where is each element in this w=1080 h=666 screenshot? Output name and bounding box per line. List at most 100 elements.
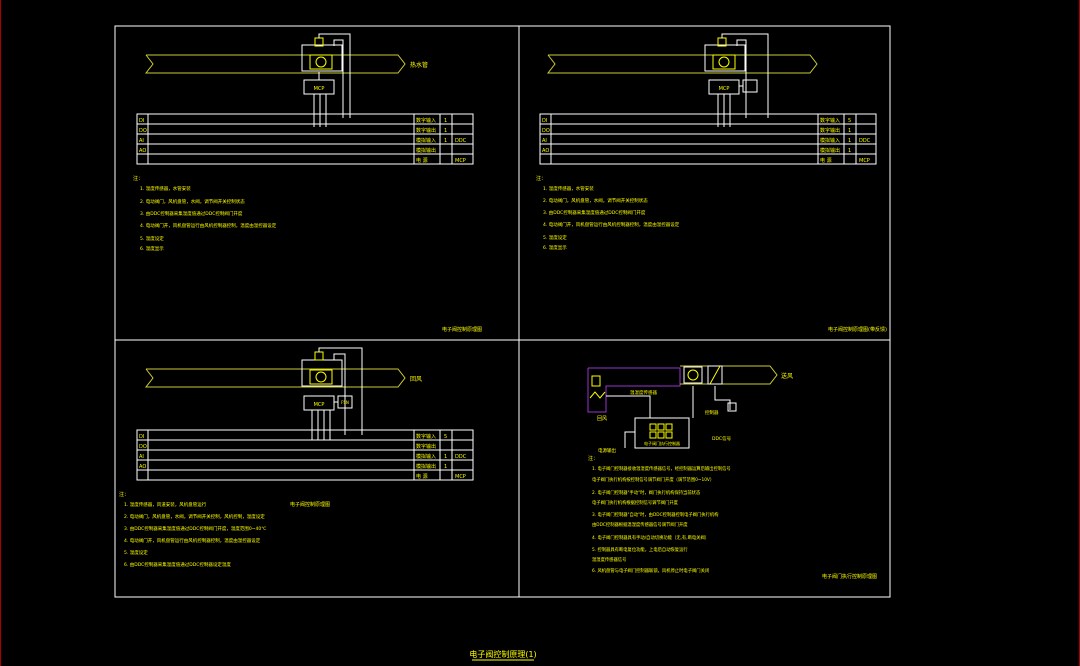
p2-row-desc: 模拟输入 <box>820 137 840 144</box>
p2-pipe <box>546 54 818 74</box>
p2-row-desc: 电 源 <box>820 157 832 164</box>
p4-wire-c <box>606 395 651 418</box>
panel-3: MCP FSN 回风 DI DO AI AO 数字输入 数字输出 模拟输入 模拟… <box>119 347 474 568</box>
p3-io-table <box>136 429 474 481</box>
p4-note: 4. 电子阀门控制器具有手动/自动切换功能（无,有,断电关阀） <box>592 534 709 541</box>
p4-pipe-label: 送风 <box>781 372 793 380</box>
p3-row-desc: 数字输入 <box>416 433 436 440</box>
p3-notes-title: 注： <box>119 491 129 498</box>
p4-ctrl-button <box>665 431 673 439</box>
p4-sensor-box <box>727 402 737 412</box>
p2-ddc-label: DDC <box>859 138 871 144</box>
p1-row-code: DO <box>139 128 147 134</box>
p3-row-count: 1 <box>444 454 447 460</box>
p2-valve-circle <box>718 56 730 68</box>
p4-note: 由DDC控制器根据温湿度传感器信号调节阀门开度 <box>592 521 688 528</box>
p3-controller-box <box>303 395 335 411</box>
p1-row-desc: 数字输入 <box>416 117 436 124</box>
p4-out-label: 电源输出 <box>598 447 616 454</box>
p1-row-code: AO <box>139 148 146 154</box>
p1-valve-body <box>309 54 333 70</box>
p4-controller-title: 电子阀门执行控制器 <box>644 440 680 446</box>
p1-notes-title: 注： <box>133 175 143 182</box>
p2-controller-label: MCP <box>719 86 730 92</box>
p4-note: 2. 电子阀门控制器"手动"时，阀门执行机构保持当前状态 <box>592 489 701 496</box>
p1-note: 3. 由DDC控制器采集温度值通过DDC控制阀门开度 <box>140 210 243 217</box>
p3-pipe <box>144 368 406 388</box>
p4-wire-b <box>714 386 731 410</box>
p1-row-count: 1 <box>444 118 447 124</box>
p1-row-desc: 数字输出 <box>416 127 436 134</box>
p1-mcp-label: MCP <box>455 158 466 164</box>
p2-row-desc: 模拟输出 <box>820 147 840 154</box>
p2-notes-title: 注： <box>536 175 546 182</box>
p2-note: 6. 温度显示 <box>543 244 567 251</box>
p3-ddc-label: DDC <box>455 454 467 460</box>
p2-note: 2. 电动阀门，风机盘管，水阀，调节阀开关控制状态 <box>543 197 648 204</box>
p3-wire-b <box>333 353 346 435</box>
p3-row-count: 1 <box>444 464 447 470</box>
p4-note: 5. 控制器具有断电复位功能，上电后自动恢复运行 <box>592 546 688 553</box>
p3-row-code: AI <box>139 454 144 460</box>
p4-wire-d <box>624 431 635 448</box>
p4-ctrl-button <box>665 423 673 431</box>
p2-row-code: DI <box>542 118 547 124</box>
p2-valve-body <box>712 54 736 70</box>
p4-sensor-label: 温湿度传感器 <box>630 389 657 396</box>
p3-note: 2. 电动阀门，风机盘管，水阀，调节阀开关控制，风机控制，温度设定 <box>124 513 265 520</box>
p1-note: 2. 电动阀门，风机盘管，水阀，调节阀开关控制状态 <box>140 198 245 205</box>
p1-io-table <box>136 113 474 165</box>
p4-note: 1. 电子阀门控制器接收温湿度传感器信号，经控制器运算后输出控制信号 <box>592 465 731 472</box>
p2-note: 1. 温度传感器，水管安装 <box>543 185 594 192</box>
p3-note: 4. 电动阀门开，风机盘管运行由风机控制器控制，温度由温控器设定 <box>124 537 261 544</box>
p3-note: 1. 温度传感器，风道安装，风机盘管运行 <box>124 501 207 508</box>
p2-row-desc: 数字输入 <box>820 117 840 124</box>
p4-note: 3. 电子阀门控制器"自动"时，由DDC控制器控制电子阀门执行机构 <box>592 511 719 518</box>
p4-notes-title: 注： <box>588 455 598 462</box>
p2-note: 3. 由DDC控制器采集温度值通过DDC控制阀门开度 <box>543 209 646 216</box>
p1-pipe-label: 热水管 <box>410 61 428 69</box>
p3-row-desc: 电 源 <box>416 473 428 480</box>
p1-valve-circle <box>315 56 327 68</box>
p3-mcp-label: MCP <box>455 474 466 480</box>
p2-row-desc: 数字输出 <box>820 127 840 134</box>
p4-damper <box>707 365 723 385</box>
p4-return-duct <box>587 367 681 413</box>
p4-filter-zigzag <box>589 391 606 399</box>
p4-note: 6. 风机盘管与电子阀门控制器联锁，风机停止时电子阀门关闭 <box>592 567 709 574</box>
p3-pipe-label: 回风 <box>410 376 422 383</box>
p4-supply-duct <box>680 365 778 385</box>
p1-row-desc: 模拟输出 <box>416 147 436 154</box>
p4-damper-blade <box>709 365 721 385</box>
p2-valve-frame <box>704 44 746 72</box>
p1-row-desc: 模拟输入 <box>416 137 436 144</box>
p2-wire-b <box>736 39 747 118</box>
p4-ctrl-button <box>649 431 657 439</box>
p4-caption: 电子阀门执行控制原理图 <box>822 573 877 580</box>
p1-wire-b <box>333 39 344 118</box>
sheet-title: 电子阀控制原理(1) <box>469 649 536 659</box>
p2-mcp-label: MCP <box>859 158 870 164</box>
p3-fsn-label: FSN <box>341 400 349 405</box>
p3-row-desc: 数字输出 <box>416 443 436 450</box>
p3-note: 3. 由DDC控制器采集温度值通过DDC控制阀门开度，温度范围0~40℃ <box>124 525 266 532</box>
p2-note: 5. 温度设定 <box>543 234 567 241</box>
p2-row-code: DO <box>542 128 550 134</box>
panel-2: MCP DI DO AI AO 数字输入 数字输出 模拟输入 模拟输出 电 源 … <box>536 33 887 333</box>
p1-ddc-label: DDC <box>455 138 467 144</box>
p1-valve-frame <box>301 44 343 72</box>
p2-row-count: 1 <box>848 128 851 134</box>
p3-note: 5. 温度设定 <box>124 549 148 556</box>
drawing-frame <box>114 25 891 598</box>
p1-note: 1. 温度传感器，水管安装 <box>140 185 191 192</box>
p3-row-code: DI <box>139 434 144 440</box>
p3-row-code: DO <box>139 444 147 450</box>
p2-row-code: AI <box>542 138 547 144</box>
p3-valve-circle <box>315 371 327 383</box>
p1-row-desc: 电 源 <box>416 157 428 164</box>
p4-valve-box <box>683 366 703 384</box>
p2-io-table <box>539 113 877 165</box>
p2-row-count: 5 <box>848 118 851 124</box>
p4-ctrl-button <box>649 423 657 431</box>
